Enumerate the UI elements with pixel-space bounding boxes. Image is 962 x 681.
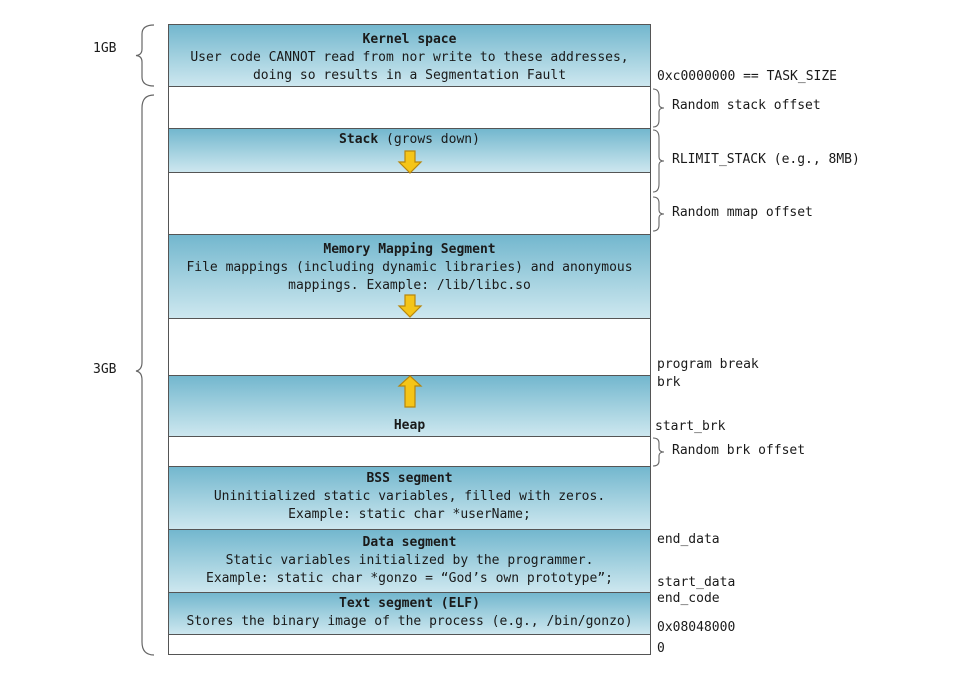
- start-data-label: start_data: [657, 575, 736, 590]
- data-desc-line1: Static variables initialized by the prog…: [225, 553, 594, 568]
- end-code-label: end_code: [657, 591, 720, 606]
- mmap-desc-line1: File mappings (including dynamic librari…: [186, 260, 633, 275]
- kernel-space-desc-line2: doing so results in a Segmentation Fault: [252, 68, 567, 83]
- rlimit-stack-brace-icon: [652, 129, 665, 193]
- random-mmap-offset-brace-icon: [652, 196, 665, 232]
- mmap-desc-line2: mappings. Example: /lib/libc.so: [288, 278, 531, 293]
- mmap-to-heap-gap: [168, 318, 651, 376]
- memory-mapping-segment: Memory Mapping Segment File mappings (in…: [168, 234, 651, 319]
- stack-subtitle: (grows down): [386, 132, 480, 147]
- random-stack-offset-brace-icon: [652, 88, 665, 128]
- heap-title: Heap: [393, 418, 426, 433]
- bss-desc-line2: Example: static char *userName;: [288, 507, 531, 522]
- mmap-title: Memory Mapping Segment: [323, 242, 496, 257]
- mmap-grows-down-arrow-icon: [397, 294, 423, 318]
- random-stack-gap: [168, 86, 651, 129]
- text-desc-line1: Stores the binary image of the process (…: [186, 614, 633, 629]
- stack-to-mmap-gap: [168, 172, 651, 235]
- text-segment: Text segment (ELF) Stores the binary ima…: [168, 592, 651, 635]
- data-desc-line2: Example: static char *gonzo = “God’s own…: [206, 571, 613, 586]
- kernel-space-segment: Kernel space User code CANNOT read from …: [168, 24, 651, 87]
- end-data-label: end_data: [657, 532, 720, 547]
- random-brk-offset-brace-icon: [652, 437, 665, 467]
- bss-segment: BSS segment Uninitialized static variabl…: [168, 466, 651, 530]
- heap-grows-up-arrow-icon: [397, 375, 423, 408]
- user-space-size-label: 3GB: [93, 362, 117, 377]
- kernel-size-brace-icon: [135, 24, 155, 87]
- random-brk-offset-label: Random brk offset: [672, 443, 806, 458]
- kernel-space-title: Kernel space: [362, 32, 457, 47]
- kernel-size-label: 1GB: [93, 41, 117, 56]
- bss-desc-line1: Uninitialized static variables, filled w…: [213, 489, 606, 504]
- stack-title: Stack: [339, 132, 379, 147]
- rlimit-stack-label: RLIMIT_STACK (e.g., 8MB): [672, 152, 860, 167]
- task-size-label: 0xc0000000 == TASK_SIZE: [657, 69, 838, 84]
- program-break-label: program break: [657, 357, 759, 372]
- user-space-brace-icon: [135, 94, 155, 656]
- random-mmap-offset-label: Random mmap offset: [672, 205, 813, 220]
- stack-grows-down-arrow-icon: [397, 150, 423, 174]
- text-title: Text segment (ELF): [339, 596, 480, 611]
- random-brk-gap: [168, 436, 651, 467]
- start-brk-label: start_brk: [655, 419, 726, 434]
- bottom-null-gap: [168, 634, 651, 655]
- data-segment: Data segment Static variables initialize…: [168, 529, 651, 593]
- text-start-address-label: 0x08048000: [657, 620, 736, 635]
- random-stack-offset-label: Random stack offset: [672, 98, 821, 113]
- bss-title: BSS segment: [366, 471, 453, 486]
- stack-heading: Stack (grows down): [169, 131, 650, 149]
- kernel-space-desc-line1: User code CANNOT read from nor write to …: [190, 50, 629, 65]
- brk-label: brk: [657, 375, 681, 390]
- zero-address-label: 0: [657, 641, 665, 656]
- data-title: Data segment: [362, 535, 457, 550]
